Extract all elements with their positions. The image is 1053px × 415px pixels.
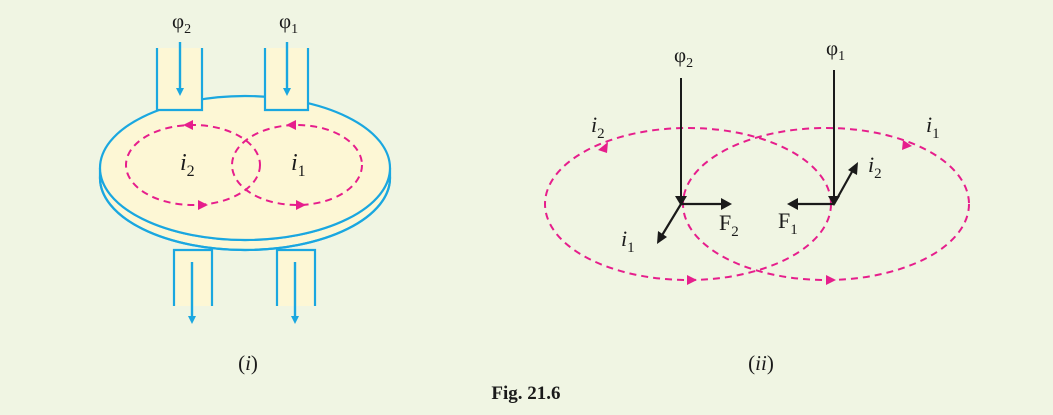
current-i2-label: i2 <box>180 150 195 180</box>
vector-i1-head <box>657 231 667 244</box>
vector-i2-head <box>848 162 858 175</box>
eddy-arrowhead <box>902 140 912 150</box>
eddy-arrowhead <box>296 200 306 210</box>
eddy-arrowhead <box>183 120 193 130</box>
panel-ii-caption: (ii) <box>748 351 774 375</box>
phi1-label: φ1 <box>279 9 298 37</box>
loop-i1-label: i1 <box>926 112 940 142</box>
eddy-arrowhead <box>286 120 296 130</box>
vector-i2 <box>833 169 854 205</box>
vector-i2-label: i2 <box>868 152 882 182</box>
vector-F1-head <box>787 198 798 210</box>
eddy-arrowhead <box>826 275 836 285</box>
eddy-loop-i1 <box>231 124 363 206</box>
eddy-arrowhead <box>198 200 208 210</box>
panel-ii: φ2 φ1 i2 i1 i1 F2 F1 i2 (ii) <box>544 36 970 375</box>
eddy-arrowhead <box>687 275 697 285</box>
phi2-label: φ2 <box>674 43 693 71</box>
vector-i1 <box>660 203 682 238</box>
vector-F2-label: F2 <box>719 210 739 240</box>
phi1-label: φ1 <box>826 36 845 64</box>
vector-i1-label: i1 <box>621 226 635 256</box>
vector-F2-head <box>721 198 732 210</box>
eddy-arrowhead <box>598 142 608 153</box>
figure-caption: Fig. 21.6 <box>491 383 560 404</box>
disc-top <box>98 94 392 242</box>
loop-i2-label: i2 <box>591 112 605 142</box>
panel-i: φ2 φ1 i2 i1 (i) <box>98 9 392 375</box>
vector-F1-label: F1 <box>778 208 798 238</box>
phi2-label: φ2 <box>172 9 191 37</box>
current-i1-label: i1 <box>291 150 306 180</box>
panel-i-caption: (i) <box>238 351 258 375</box>
flux-arrowhead-phi2 <box>675 196 687 206</box>
